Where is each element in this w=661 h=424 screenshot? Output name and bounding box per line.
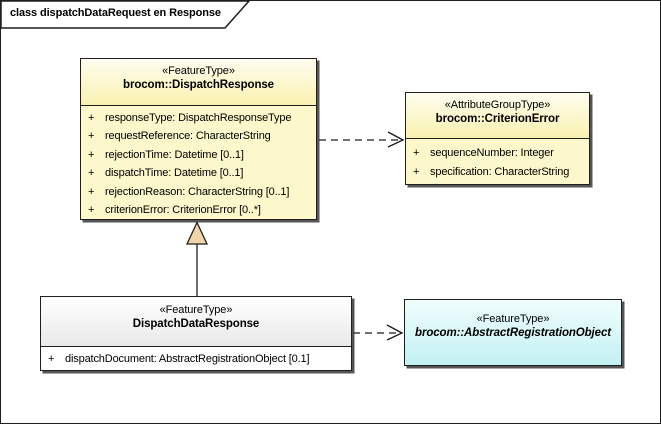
- attribute-row[interactable]: + requestReference: CharacterString: [81, 127, 316, 145]
- class-box-dispatch-data-response[interactable]: «FeatureType» DispatchDataResponse + dis…: [40, 296, 352, 371]
- stereotype-label: «AttributeGroupType»: [444, 99, 551, 111]
- attribute-text: specification: CharacterString: [430, 165, 570, 178]
- stereotype-label: «FeatureType»: [162, 65, 235, 77]
- attributes-compartment: + dispatchDocument: AbstractRegistration…: [41, 347, 351, 368]
- visibility-symbol: +: [88, 204, 95, 217]
- attribute-text: sequenceNumber: Integer: [430, 147, 554, 159]
- diagram-title: class dispatchDataRequest en Response: [10, 7, 221, 19]
- class-header: «FeatureType» DispatchDataResponse: [41, 297, 351, 347]
- class-name: brocom::AbstractRegistrationObject: [415, 327, 611, 339]
- dependency-arrow-dispatchresponse-criterionerror[interactable]: [319, 131, 405, 148]
- visibility-symbol: +: [88, 112, 95, 124]
- visibility-symbol: +: [413, 147, 420, 159]
- open-arrowhead-icon: [387, 131, 405, 148]
- attributes-compartment: + sequenceNumber: Integer + specificatio…: [406, 139, 589, 181]
- attribute-row[interactable]: + dispatchDocument: AbstractRegistration…: [41, 351, 351, 368]
- attribute-row[interactable]: + criterionError: CriterionError [0..*]: [81, 201, 316, 219]
- class-box-dispatch-response[interactable]: «FeatureType» brocom::DispatchResponse +…: [80, 58, 317, 220]
- attributes-compartment: + responseType: DispatchResponseType + r…: [81, 106, 316, 219]
- visibility-symbol: +: [88, 185, 95, 198]
- title-tab-shape: [0, 0, 251, 29]
- generalization-arrow-dispatchdataresponse-dispatchresponse[interactable]: [185, 220, 209, 297]
- class-box-criterion-error[interactable]: «AttributeGroupType» brocom::CriterionEr…: [405, 92, 590, 185]
- visibility-symbol: +: [88, 130, 95, 143]
- class-header: «AttributeGroupType» brocom::CriterionEr…: [406, 93, 589, 139]
- attribute-row[interactable]: + rejectionTime: Datetime [0..1]: [81, 146, 316, 164]
- stereotype-label: «FeatureType»: [159, 304, 233, 316]
- attribute-text: dispatchDocument: AbstractRegistrationOb…: [65, 353, 310, 365]
- attribute-row[interactable]: + dispatchTime: Datetime [0..1]: [81, 164, 316, 182]
- attribute-text: rejectionReason: CharacterString [0..1]: [105, 185, 290, 198]
- class-header: «FeatureType» brocom::AbstractRegistrati…: [405, 300, 621, 365]
- open-arrowhead-icon: [386, 324, 404, 341]
- hollow-triangle-arrowhead-icon: [185, 220, 209, 245]
- attribute-text: requestReference: CharacterString: [105, 130, 271, 143]
- class-header: «FeatureType» brocom::DispatchResponse: [81, 59, 316, 106]
- class-name: brocom::CriterionError: [435, 113, 560, 125]
- visibility-symbol: +: [88, 148, 95, 161]
- class-name: brocom::DispatchResponse: [123, 79, 274, 91]
- visibility-symbol: +: [413, 165, 420, 178]
- visibility-symbol: +: [48, 353, 55, 365]
- dependency-arrow-dispatchdataresponse-abstractregistrationobject[interactable]: [353, 324, 404, 341]
- attribute-text: dispatchTime: Datetime [0..1]: [105, 167, 244, 180]
- attribute-row[interactable]: + specification: CharacterString: [406, 163, 589, 182]
- stereotype-label: «FeatureType»: [476, 313, 550, 325]
- attribute-row[interactable]: + responseType: DispatchResponseType: [81, 109, 316, 127]
- visibility-symbol: +: [88, 167, 95, 180]
- class-box-abstract-registration-object[interactable]: «FeatureType» brocom::AbstractRegistrati…: [404, 299, 622, 366]
- attribute-row[interactable]: + sequenceNumber: Integer: [406, 144, 589, 163]
- attribute-text: criterionError: CriterionError [0..*]: [105, 204, 261, 217]
- attribute-text: responseType: DispatchResponseType: [105, 112, 292, 124]
- attribute-text: rejectionTime: Datetime [0..1]: [105, 148, 244, 161]
- attribute-row[interactable]: + rejectionReason: CharacterString [0..1…: [81, 183, 316, 201]
- class-name: DispatchDataResponse: [132, 318, 260, 330]
